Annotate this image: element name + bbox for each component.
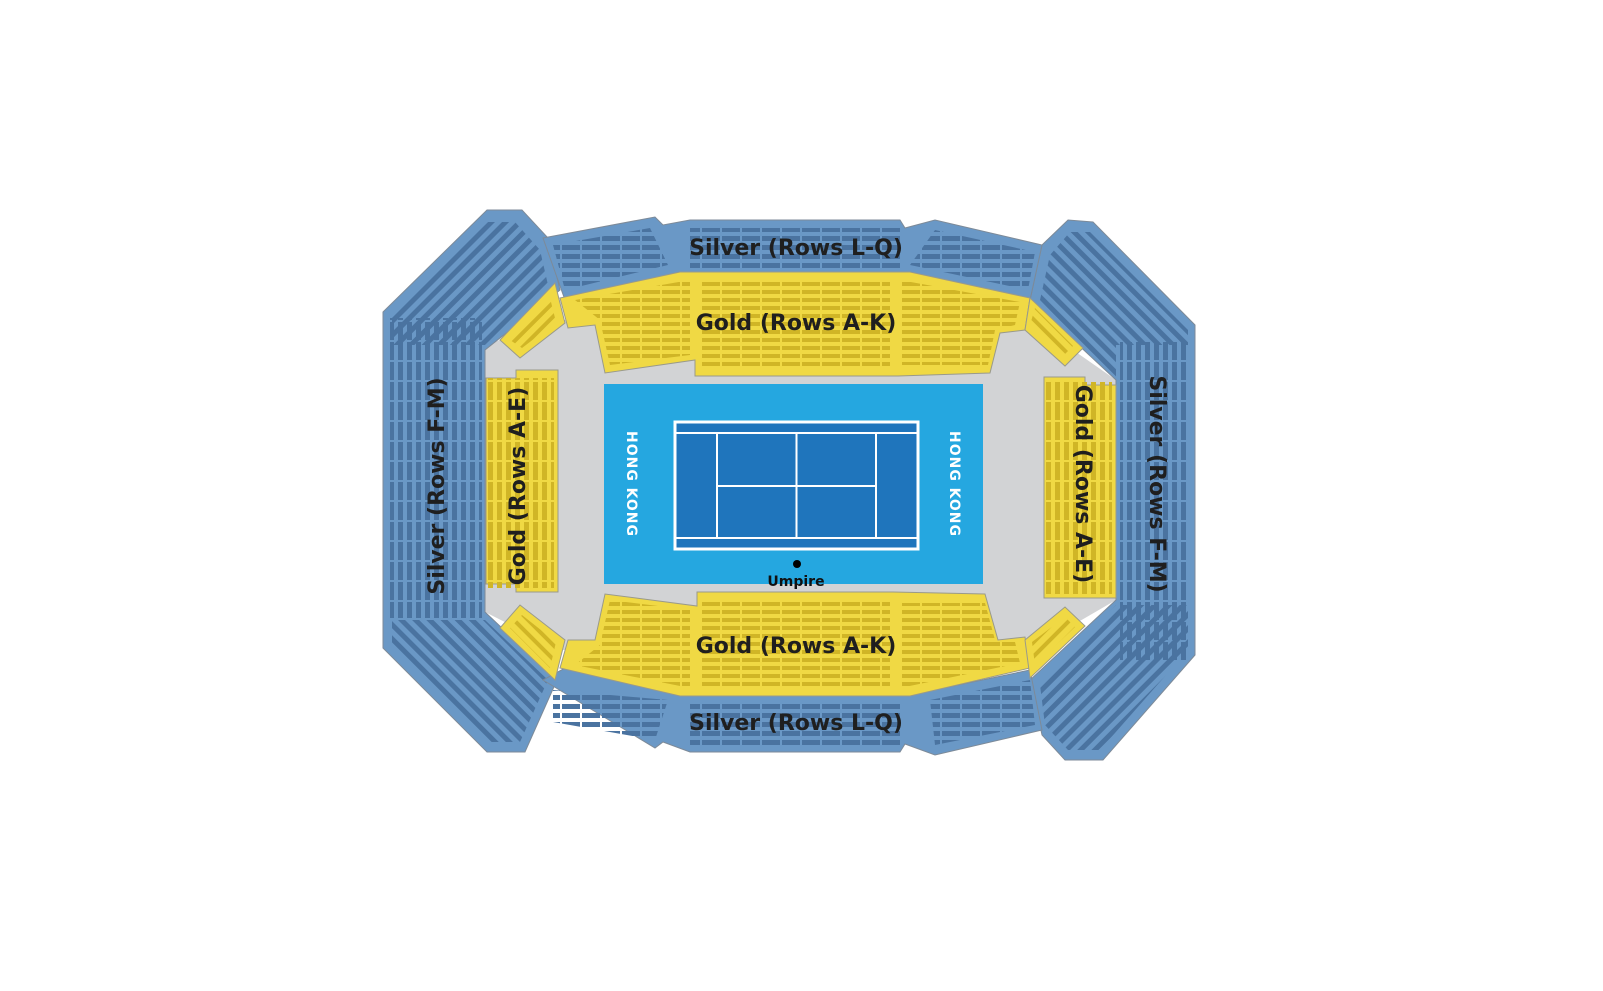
- section-gold-corner-bottom-right[interactable]: [1024, 606, 1086, 680]
- label-gold-bottom: Gold (Rows A-K): [696, 634, 897, 659]
- label-silver-left: Silver (Rows F-M): [425, 377, 450, 594]
- section-gold-right[interactable]: [1043, 376, 1117, 599]
- section-gold-corner-top-right[interactable]: [1024, 296, 1084, 367]
- court-branding-right: HONG KONG: [946, 431, 962, 537]
- umpire-label: Umpire: [767, 574, 824, 590]
- section-gold-bottom[interactable]: [559, 591, 1031, 697]
- section-silver-top[interactable]: [542, 216, 1043, 301]
- label-silver-top: Silver (Rows L-Q): [689, 236, 903, 261]
- section-silver-right[interactable]: [1029, 219, 1196, 761]
- label-gold-top: Gold (Rows A-K): [696, 311, 897, 336]
- section-gold-corner-top-left[interactable]: [499, 282, 566, 359]
- label-gold-left: Gold (Rows A-E): [506, 387, 531, 586]
- court-branding-left: HONG KONG: [623, 431, 639, 537]
- section-silver-left[interactable]: [382, 209, 561, 753]
- label-silver-right: Silver (Rows F-M): [1144, 375, 1169, 592]
- section-silver-bottom[interactable]: [541, 667, 1043, 756]
- section-gold-left[interactable]: [485, 369, 559, 593]
- section-gold-top[interactable]: [559, 271, 1031, 377]
- tennis-court-area: HONG KONG HONG KONG Umpire: [604, 384, 983, 590]
- label-silver-bottom: Silver (Rows L-Q): [689, 711, 903, 736]
- court-lines: [676, 432, 917, 539]
- label-gold-right: Gold (Rows A-E): [1070, 385, 1095, 584]
- umpire-marker: [793, 560, 801, 568]
- section-gold-corner-bottom-left[interactable]: [499, 604, 566, 681]
